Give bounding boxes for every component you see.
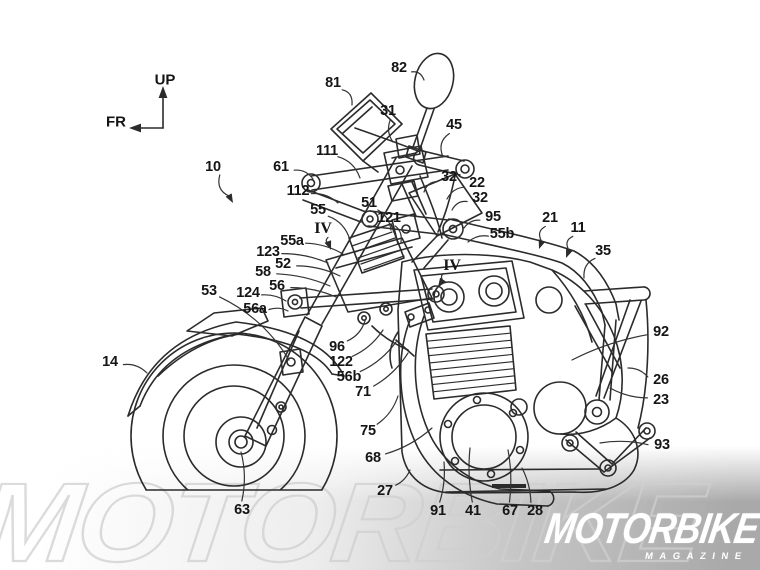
ref-label-23: 23 xyxy=(653,391,669,408)
ref-label-27: 27 xyxy=(377,482,393,499)
engine xyxy=(397,253,639,494)
axis-fr-label: FR xyxy=(106,113,126,131)
ref-label-122: 122 xyxy=(329,353,353,370)
ref-label-61: 61 xyxy=(273,158,289,175)
ref-label-68: 68 xyxy=(365,449,381,466)
handlebar-cluster xyxy=(330,52,475,239)
ref-label-67: 67 xyxy=(502,502,518,519)
ref-label-63: 63 xyxy=(234,501,250,518)
axis-up-label: UP xyxy=(154,71,176,89)
ref-label-14: 14 xyxy=(102,353,118,370)
ref-label-81: 81 xyxy=(325,74,341,91)
ref-label-124: 124 xyxy=(236,284,260,301)
ref-label-75: 75 xyxy=(360,422,376,439)
ref-label-IV: IV xyxy=(443,257,461,274)
ref-label-35: 35 xyxy=(595,242,611,259)
ref-label-53: 53 xyxy=(201,282,217,299)
leader-lines xyxy=(122,71,649,503)
ref-label-111: 111 xyxy=(316,142,338,159)
ref-label-55b: 55b xyxy=(489,225,515,242)
ref-label-95: 95 xyxy=(485,208,501,225)
ref-label-51: 51 xyxy=(361,194,377,211)
front-fender xyxy=(127,307,345,417)
ref-label-56: 56 xyxy=(269,277,285,294)
ref-label-26: 26 xyxy=(653,371,669,388)
front-fork xyxy=(244,155,449,447)
ref-label-55a: 55a xyxy=(280,232,304,249)
ref-label-10: 10 xyxy=(205,158,221,175)
ref-label-21: 21 xyxy=(542,209,558,226)
ref-label-56b: 56b xyxy=(336,368,362,385)
mid-fittings xyxy=(357,302,415,369)
ref-label-22: 22 xyxy=(469,174,485,191)
ref-label-91: 91 xyxy=(430,502,446,519)
ref-label-56a: 56a xyxy=(243,300,267,317)
ref-label-92: 92 xyxy=(653,323,669,340)
bottom-gradient xyxy=(0,446,760,570)
ref-label-11: 11 xyxy=(570,219,586,236)
ref-label-52: 52 xyxy=(275,255,291,272)
ref-label-28: 28 xyxy=(527,502,543,519)
ref-label-93: 93 xyxy=(654,436,670,453)
ref-label-45: 45 xyxy=(446,116,462,133)
ref-label-123: 123 xyxy=(256,243,280,260)
ref-label-96: 96 xyxy=(329,338,345,355)
ref-label-32: 32 xyxy=(441,168,457,185)
ref-label-71: 71 xyxy=(355,383,371,400)
ref-label-32: 32 xyxy=(472,189,488,206)
ref-label-82: 82 xyxy=(391,59,407,76)
front-wheel xyxy=(130,332,338,491)
magazine-logo: MOTORBIKE MAGAZINE xyxy=(500,505,760,562)
ref-label-58: 58 xyxy=(255,263,271,280)
rear-linkage xyxy=(561,422,656,477)
ref-label-IV: IV xyxy=(314,220,332,237)
ref-label-55: 55 xyxy=(310,201,326,218)
logo-title: MOTORBIKE xyxy=(541,505,760,554)
ref-label-112: 112 xyxy=(286,182,310,199)
ref-label-121: 121 xyxy=(377,209,401,226)
exhaust-pipe xyxy=(399,302,555,507)
ref-label-31: 31 xyxy=(380,102,396,119)
axis-arrows xyxy=(129,86,168,133)
ref-label-41: 41 xyxy=(465,502,481,519)
